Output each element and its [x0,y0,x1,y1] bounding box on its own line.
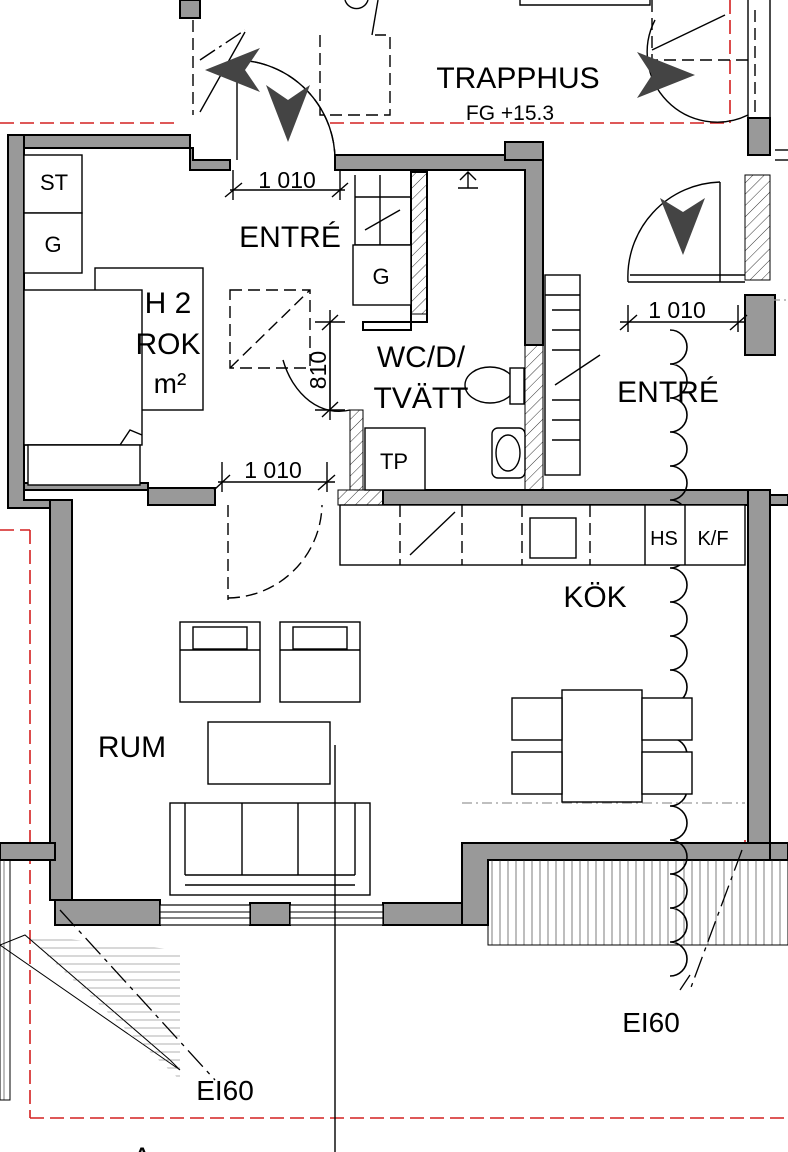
fixture-label-g: G [44,232,61,257]
bedroom-furniture [23,154,311,486]
fixture-label-tp: TP [380,449,408,474]
right-entre-storage [544,274,601,476]
room-label-wc-tvatt: TVÄTT [374,382,469,415]
room-label-wc: WC/D/ [377,341,466,374]
fixture-label-kf: K/F [697,528,728,550]
arrow-down-right-icon [660,198,705,255]
dimension-right: 1 010 [648,297,706,323]
dimension-lines [213,170,748,492]
wc-fixtures [364,366,526,491]
fixture-label-st: ST [40,170,68,195]
ceiling-lines [462,299,788,804]
arrow-left-icon [205,48,260,92]
apartment-label-line3: m² [154,368,187,399]
room-label-entre-right: ENTRÉ [617,376,719,409]
windows [159,904,384,926]
fire-class-right: EI60 [622,1007,680,1038]
room-label-trapphus: TRAPPHUS [436,62,599,95]
dimension-wc-door: 810 [305,351,331,389]
living-furniture [169,621,371,1152]
level-label: FG +15.3 [466,102,554,125]
fixture-label-g-wc: G [372,264,389,289]
fire-class-left: EI60 [196,1075,254,1106]
room-label-kok: KÖK [563,581,626,614]
dimension-top: 1 010 [258,167,316,193]
entre-storage [352,171,478,306]
fixture-label-hs: HS [650,528,678,550]
letter-a: A [132,1142,152,1152]
apartment-label-line1: H 2 [145,287,192,320]
balcony-right [487,849,788,991]
dimension-mid: 1 010 [244,457,302,483]
balcony-left [0,859,216,1101]
room-label-rum: RUM [98,731,166,764]
direction-arrows [205,48,705,255]
room-label-entre: ENTRÉ [239,221,341,254]
apartment-label-line2: ROK [135,328,200,361]
kitchen-counter [339,504,746,566]
arrow-right-icon [637,52,695,98]
scalloped-boundary [669,329,688,977]
dining-furniture [511,689,693,803]
arrow-down-icon [266,85,310,142]
